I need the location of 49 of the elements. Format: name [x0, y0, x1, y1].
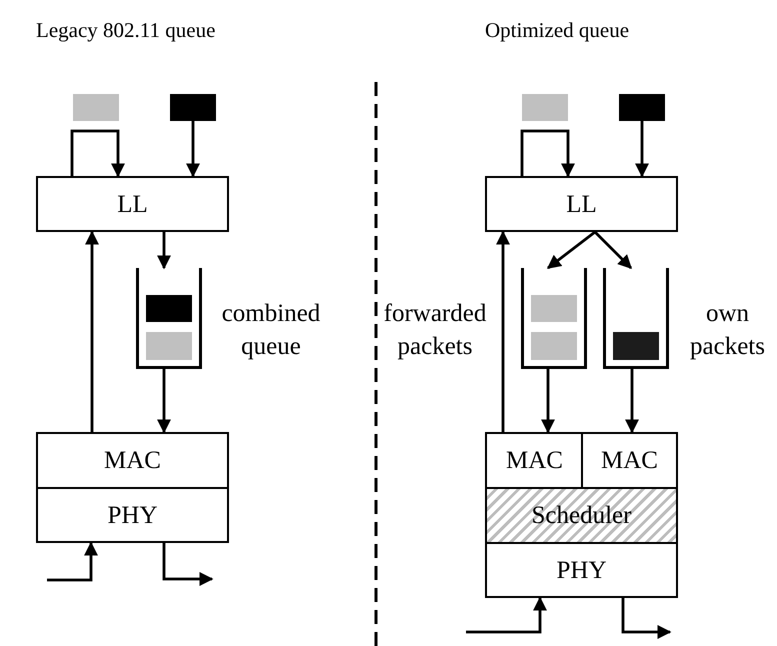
node-label: Scheduler [532, 503, 632, 528]
packet-block [146, 332, 192, 360]
arrow [70, 130, 125, 178]
packet-block [613, 332, 659, 360]
layer-box [581, 432, 678, 489]
node-label: LL [566, 192, 597, 216]
packet-block [146, 295, 192, 322]
queue-container [136, 268, 202, 369]
layer-box [485, 542, 678, 598]
section-title: Optimized queue [485, 18, 630, 43]
arrow [625, 369, 639, 434]
arrow [47, 542, 98, 582]
arrow [541, 369, 555, 434]
layer-box [485, 432, 584, 489]
packet-block [619, 94, 665, 121]
arrow [85, 230, 99, 432]
queue-container [521, 268, 587, 369]
layer-box [36, 487, 229, 543]
packet-block [522, 94, 568, 121]
layer-box [36, 176, 229, 232]
arrow [520, 130, 575, 178]
queue-caption: own packets [689, 299, 766, 362]
arrow [186, 121, 200, 178]
node-label: MAC [506, 448, 563, 473]
arrow [546, 230, 596, 270]
packet-block [170, 94, 216, 121]
arrow [466, 596, 547, 634]
packet-block [531, 295, 577, 322]
node-label: PHY [556, 558, 606, 582]
node-label: PHY [107, 502, 158, 528]
arrow [496, 230, 510, 432]
queue-caption: combined queue [220, 299, 322, 362]
node-label: MAC [601, 448, 658, 473]
queue-caption: forwarded packets [382, 299, 488, 362]
arrow [622, 598, 672, 639]
node-label: LL [117, 192, 148, 216]
arrow [157, 232, 171, 270]
layer-box [36, 432, 229, 489]
node-label: MAC [104, 448, 161, 473]
arrow [635, 121, 649, 178]
layer-box [485, 176, 678, 232]
packet-block [531, 332, 577, 360]
scheduler-box [485, 487, 678, 544]
section-title: Legacy 802.11 queue [36, 18, 216, 43]
arrow [162, 543, 214, 586]
arrow [157, 369, 171, 434]
packet-block [73, 94, 119, 121]
arrow [594, 231, 632, 269]
queue-container [603, 268, 669, 369]
